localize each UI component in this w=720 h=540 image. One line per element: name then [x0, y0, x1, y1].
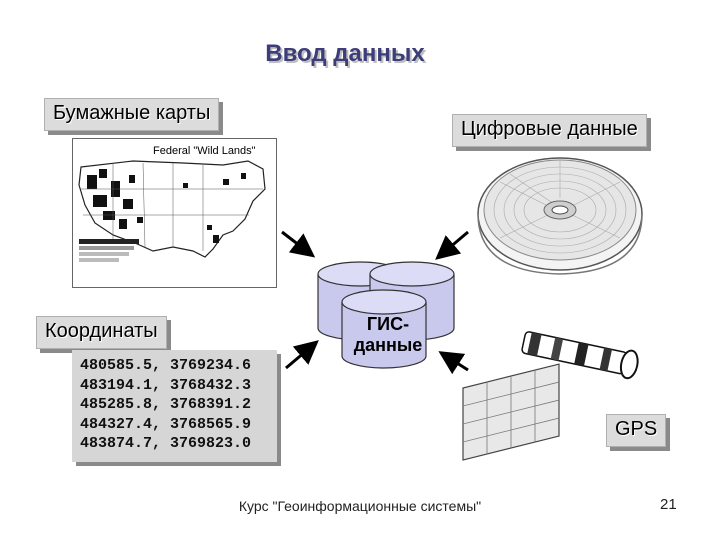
us-map-shape: [78, 160, 266, 258]
us-map-image: Federal "Wild Lands": [72, 138, 277, 288]
satellite-icon: [462, 331, 639, 461]
paper-maps-label: Бумажные карты: [44, 98, 220, 131]
arrow-coords-to-gis: [285, 340, 319, 370]
gis-label-line2: данные: [353, 335, 423, 355]
footer-course: Курс "Геоинформационные системы": [238, 498, 482, 514]
coordinate-row: 485285.8, 3768391.2: [80, 396, 252, 413]
gis-database-icon: [317, 261, 455, 369]
gps-label: GPS: [606, 414, 667, 447]
gis-data-label: ГИС- данные: [338, 314, 438, 356]
coordinate-row: 480585.5, 3769234.6: [80, 357, 252, 374]
coordinate-row: 484327.4, 3768565.9: [80, 415, 252, 433]
map-legend: [79, 239, 149, 262]
page-number: 21: [660, 496, 677, 513]
arrow-map-to-gis: [281, 230, 316, 258]
digital-data-label: Цифровые данные: [452, 114, 647, 147]
arrow-gps-to-gis: [438, 351, 469, 375]
coordinate-row: 483194.1, 3768432.3: [80, 376, 252, 394]
map-title: Federal "Wild Lands": [153, 145, 256, 157]
coordinates-table: 480585.5, 3769234.6 483194.1, 3768432.3 …: [72, 350, 277, 462]
arrow-disk-to-gis: [435, 230, 469, 260]
coordinates-label: Координаты: [36, 316, 167, 349]
slide-title: Ввод данных: [265, 40, 425, 67]
gis-label-line1: ГИС-: [366, 314, 410, 334]
coordinate-row: 483874.7, 3769823.0: [80, 435, 252, 452]
disk-icon: [477, 157, 643, 275]
